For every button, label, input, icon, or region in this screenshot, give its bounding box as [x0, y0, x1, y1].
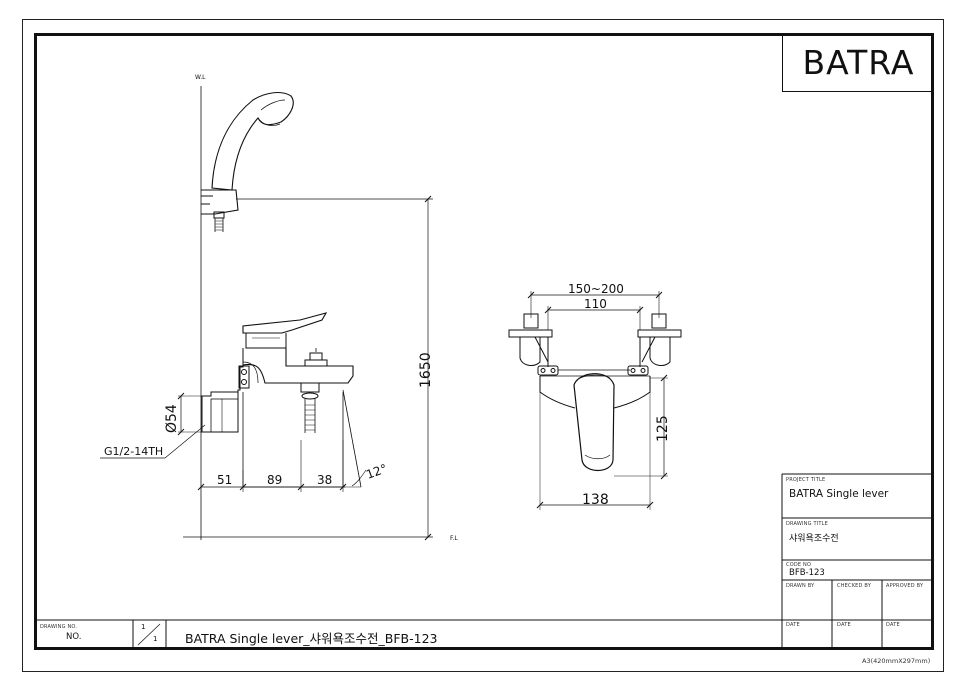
- angle-label: 12°: [364, 461, 389, 481]
- project-title: BATRA Single lever: [789, 488, 889, 500]
- faucet-body-icon: [201, 348, 367, 488]
- sheet-number: 1: [141, 623, 146, 631]
- front-lever-icon: [573, 373, 615, 472]
- dim-89-label: 89: [267, 473, 282, 487]
- shower-head-icon: [211, 91, 294, 191]
- date-label-approved: DATE: [886, 622, 900, 628]
- side-view: [100, 86, 433, 541]
- title-block-lines: [34, 473, 934, 650]
- outer-frame: [22, 19, 944, 672]
- paper-size-note: A3(420mmX297mm): [862, 657, 931, 665]
- sheet-total: 1: [153, 635, 158, 643]
- drawing-title: 샤워욕조수전: [789, 534, 839, 544]
- drawn-by-label: DRAWN BY: [786, 583, 815, 589]
- drawing-title-label: DRAWING TITLE: [786, 521, 829, 527]
- code-no-label: CODE NO: [786, 562, 812, 568]
- dim-range-label: 150~200: [568, 282, 624, 296]
- inner-frame: [34, 33, 934, 650]
- left-connector-icon: [508, 313, 559, 376]
- diameter-dimension-label: Ø54: [164, 404, 180, 433]
- dim-138-label: 138: [582, 492, 609, 508]
- height-dimension-label: 1650: [418, 352, 434, 388]
- checked-by-label: CHECKED BY: [837, 583, 871, 589]
- code-no: BFB-123: [789, 568, 825, 578]
- side-bottom-dimensions: [197, 440, 347, 492]
- mixer-lever-icon: [242, 312, 328, 349]
- full-drawing-title: BATRA Single lever_샤워욕조수전_BFB-123: [185, 631, 438, 646]
- brand-box: BATRA: [782, 33, 934, 92]
- diameter-dimension: [177, 392, 211, 436]
- thread-leader: [100, 424, 206, 459]
- wl-label: W.L: [195, 74, 206, 81]
- right-connector-icon: [627, 313, 682, 376]
- no-label: NO.: [66, 632, 82, 642]
- front-view: [508, 291, 682, 510]
- thread-label: G1/2-14TH: [104, 445, 163, 458]
- dim-51-label: 51: [217, 473, 232, 487]
- dim-125-label: 125: [655, 415, 671, 442]
- project-title-label: PROJECT TITLE: [786, 477, 826, 483]
- approved-by-label: APPROVED BY: [886, 583, 924, 589]
- dim-110-label: 110: [584, 297, 607, 311]
- brand-logo-text: BATRA: [802, 42, 915, 82]
- date-label-drawn: DATE: [786, 622, 800, 628]
- date-label-checked: DATE: [837, 622, 851, 628]
- drawing-no-label: DRAWING NO.: [40, 624, 78, 630]
- shower-bracket-icon: [201, 189, 239, 232]
- fl-label: F.L: [450, 535, 458, 542]
- dim-38-label: 38: [317, 473, 332, 487]
- front-body-icon: [539, 369, 651, 409]
